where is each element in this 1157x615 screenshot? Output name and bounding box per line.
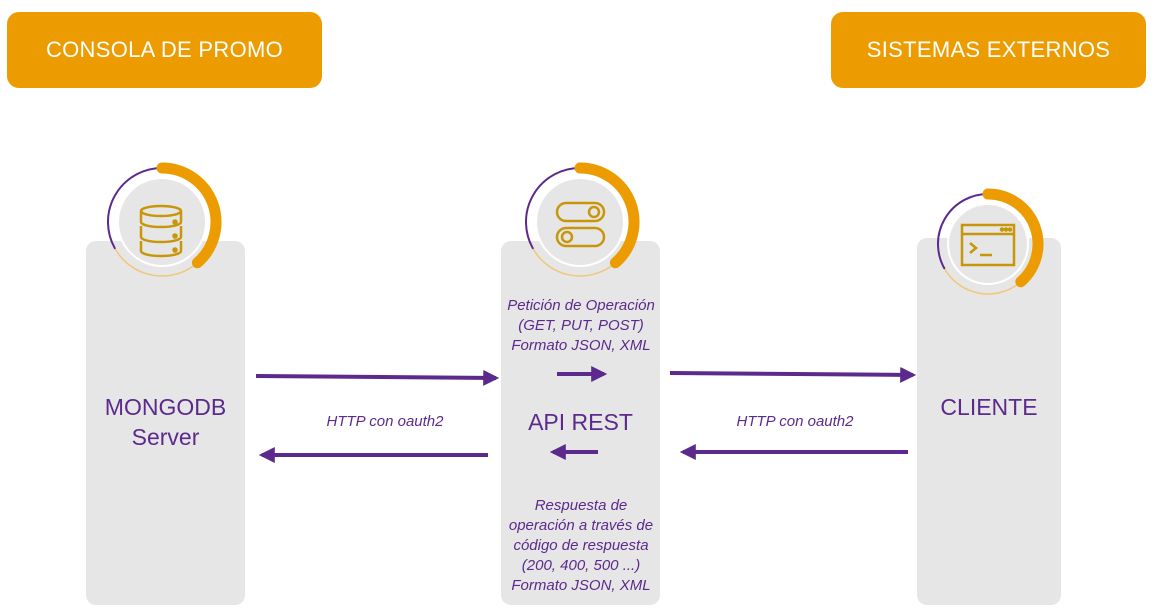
cliente-ring-purple — [937, 193, 989, 270]
api-ring-orange — [574, 162, 640, 269]
api-panel — [501, 241, 660, 605]
mongodb-label-line2: Server — [131, 424, 200, 450]
mongodb-ring-orange — [156, 162, 222, 269]
mongodb-label-line1: MONGODB — [104, 394, 227, 420]
response-note-line: (200, 400, 500 ...) — [521, 557, 641, 574]
response-note-line: Formato JSON, XML — [511, 577, 651, 594]
mongodb-panel — [86, 241, 245, 605]
request-note: Petición de Operación (GET, PUT, POST) F… — [491, 296, 671, 356]
toggle-switches-icon — [555, 201, 606, 248]
arrow-api-to-cliente — [669, 366, 917, 383]
mongodb-icon-circle — [117, 177, 207, 267]
header-sistemas-externos: SISTEMAS EXTERNOS — [831, 12, 1146, 88]
arrow-mongodb-to-api — [255, 369, 500, 386]
http-oauth2-left: HTTP con oauth2 — [326, 413, 444, 430]
response-note-line: Respuesta de — [534, 497, 628, 514]
mongodb-label: MONGODB Server — [86, 392, 245, 452]
mongodb-ring-light — [114, 247, 199, 277]
request-note-line: Petición de Operación — [507, 297, 655, 314]
cliente-icon-circle — [947, 203, 1029, 285]
api-ring-purple — [525, 167, 581, 250]
response-note: Respuesta de operación a través de códig… — [491, 496, 671, 596]
response-note-line: código de respuesta — [513, 537, 649, 554]
request-note-line: (GET, PUT, POST) — [518, 317, 644, 334]
cliente-ring-orange — [982, 188, 1044, 288]
mongodb-ring-purple — [107, 167, 163, 250]
http-oauth2-right: HTTP con oauth2 — [736, 413, 854, 430]
database-icon — [139, 204, 183, 258]
request-note-line: Formato JSON, XML — [511, 337, 651, 354]
api-rest-label: API REST — [528, 409, 633, 435]
response-note-line: operación a través de — [508, 517, 654, 534]
header-consola-de-promo: CONSOLA DE PROMO — [7, 12, 322, 88]
api-ring-light — [532, 247, 617, 277]
terminal-window-icon — [960, 223, 1016, 267]
cliente-panel — [917, 238, 1061, 605]
cliente-ring-light — [943, 267, 1022, 295]
cliente-label: CLIENTE — [940, 394, 1038, 420]
